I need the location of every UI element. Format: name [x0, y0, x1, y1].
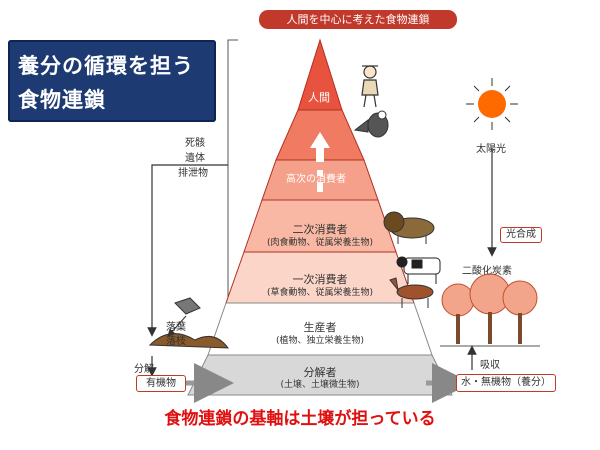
label-photosynthesis: 光合成 [500, 227, 542, 243]
diagram-banner: 人間を中心に考えた食物連鎖 [259, 10, 457, 29]
label-litter-1: 落葉 [166, 322, 186, 333]
label-primary: 一次消費者 [292, 273, 348, 286]
label-litter-2: 落枝 [166, 336, 186, 347]
title-line-1: 養分の循環を担う [18, 54, 194, 78]
cow-icon [396, 256, 441, 284]
title-box: 養分の循環を担う 食物連鎖 [8, 40, 216, 122]
label-decompose: 分解 [134, 364, 154, 375]
label-remains-3: 排泄物 [178, 168, 208, 179]
tree-icon-2 [469, 273, 511, 344]
caption: 食物連鎖の基軸は土壌が担っている [164, 409, 436, 429]
label-organic-matter: 有機物 [136, 375, 186, 392]
label-higher-consumer: 高次の消費者 [286, 174, 346, 185]
label-secondary-sub: (肉食動物、従属栄養生物) [266, 238, 374, 248]
label-remains-2: 遺体 [185, 153, 205, 164]
remains-arrow [147, 164, 228, 337]
label-decomposer: 分解者 [303, 366, 337, 379]
tree-icon-3 [502, 280, 538, 344]
eagle-icon [353, 110, 389, 138]
label-producer-sub: (植物、独立栄養生物) [275, 336, 365, 346]
label-absorb: 吸収 [480, 360, 500, 371]
horse-icon [389, 277, 434, 308]
lion-icon [383, 211, 435, 244]
label-decomposer-sub: (土壌、土壌微生物) [280, 380, 360, 390]
leaf-litter-icon [148, 297, 230, 349]
up-arrow-icon [310, 132, 330, 148]
label-producer: 生産者 [303, 321, 337, 334]
label-secondary: 二次消費者 [292, 223, 348, 236]
sun-icon [466, 78, 518, 130]
title-line-2: 食物連鎖 [18, 88, 106, 112]
label-remains-1: 死骸 [185, 138, 205, 149]
label-human: 人間 [308, 91, 330, 104]
label-nutrients: 水・無機物（養分） [456, 374, 556, 392]
label-co2: 二酸化炭素 [462, 266, 512, 277]
label-primary-sub: (草食動物、従属栄養生物) [266, 288, 374, 298]
human-icon [361, 65, 379, 108]
label-sunlight: 太陽光 [476, 144, 506, 155]
